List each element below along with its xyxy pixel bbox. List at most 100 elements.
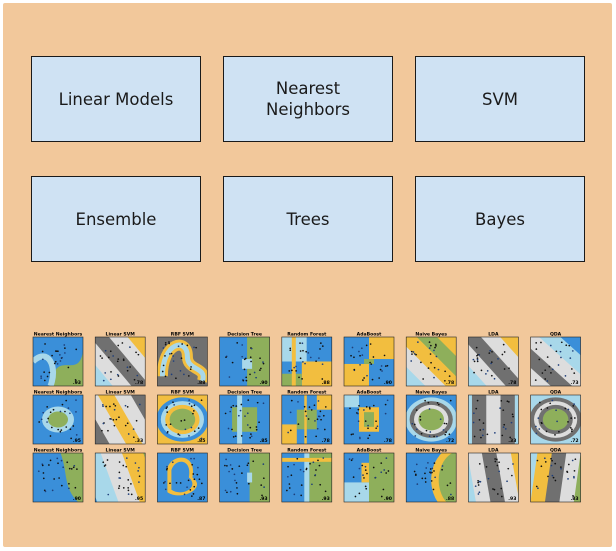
classifier-title: Linear SVM [106, 332, 136, 338]
data-point [551, 474, 554, 477]
data-point [188, 399, 191, 401]
data-point [363, 377, 365, 379]
panel-frame [530, 452, 581, 503]
data-point [260, 367, 262, 370]
data-point [429, 353, 432, 355]
data-point [189, 488, 192, 491]
classifier-score: .88 [322, 380, 330, 386]
region-block [304, 453, 310, 502]
data-point [44, 343, 46, 345]
data-point [473, 435, 476, 438]
data-point [410, 360, 413, 362]
data-point [231, 361, 234, 364]
data-point [65, 399, 68, 402]
data-point [293, 366, 296, 369]
data-point [537, 417, 540, 420]
category-bayes[interactable]: Bayes [415, 176, 585, 262]
data-point [512, 415, 514, 418]
data-point [475, 407, 478, 410]
data-point [567, 421, 569, 423]
data-point [179, 482, 182, 484]
data-point [289, 429, 292, 432]
data-point [372, 404, 375, 407]
data-point [414, 435, 417, 437]
data-point [236, 492, 239, 495]
data-point [509, 436, 512, 439]
classifier-score: .33 [508, 438, 516, 444]
data-point [445, 431, 447, 433]
data-point [435, 355, 438, 358]
classifier-score: .85 [197, 438, 205, 444]
classifier-score: .93 [259, 496, 267, 502]
data-point [116, 373, 119, 376]
data-point [186, 344, 189, 347]
data-point [38, 421, 41, 423]
data-point [293, 463, 295, 466]
data-point [564, 375, 567, 377]
data-point [419, 415, 422, 418]
data-point [361, 464, 364, 467]
panel-regions [530, 337, 581, 386]
data-point [48, 371, 51, 374]
data-point [56, 363, 59, 365]
data-point [494, 460, 497, 463]
data-point [135, 351, 137, 354]
data-point [554, 434, 556, 436]
data-point [434, 343, 437, 346]
data-point [357, 408, 360, 411]
data-point [305, 350, 308, 353]
data-point [296, 457, 299, 460]
region-class-b [60, 453, 83, 502]
data-point [366, 472, 368, 475]
data-point [353, 356, 355, 359]
data-point [313, 404, 316, 407]
data-point [41, 358, 44, 361]
classifier-score: .88 [446, 496, 454, 502]
data-point [322, 414, 325, 417]
data-point [477, 481, 479, 484]
data-point [193, 478, 196, 481]
panel-regions [468, 395, 519, 444]
classifier-score: .90 [384, 496, 392, 502]
category-svm[interactable]: SVM [415, 56, 585, 142]
data-point [224, 412, 227, 415]
region-block [364, 359, 374, 364]
category-linear-models[interactable]: Linear Models [31, 56, 201, 142]
classifier-score: .90 [384, 380, 392, 386]
data-point [497, 357, 499, 360]
data-point [353, 368, 356, 371]
data-point [177, 345, 180, 348]
data-point [416, 483, 419, 485]
data-point [320, 418, 322, 421]
region-stripes [530, 453, 581, 502]
classifier-title: QDA [550, 332, 562, 338]
category-trees[interactable]: Trees [223, 176, 393, 262]
data-point [171, 461, 174, 464]
region-band [95, 337, 136, 386]
data-point [300, 484, 303, 487]
data-point [351, 346, 354, 349]
category-ensemble[interactable]: Ensemble [31, 176, 201, 262]
data-point [429, 468, 432, 470]
data-point [571, 350, 574, 352]
panel-frame [94, 452, 146, 503]
data-point [317, 459, 319, 462]
data-point [197, 466, 199, 469]
data-point [565, 344, 568, 347]
data-point [258, 421, 260, 424]
data-point [112, 419, 115, 421]
data-point [244, 415, 246, 417]
data-point [37, 470, 40, 473]
data-point [386, 399, 389, 402]
classifier-title: LDA [488, 390, 499, 396]
data-point [125, 457, 128, 459]
data-point [287, 431, 289, 434]
data-point [422, 378, 425, 380]
data-point [415, 409, 418, 411]
category-nearest-neighbors[interactable]: Nearest Neighbors [223, 56, 393, 142]
data-point [74, 378, 77, 381]
region-class-b [438, 453, 457, 502]
data-point [478, 491, 481, 494]
classifier-panel: .33 [94, 394, 146, 445]
data-point [384, 412, 387, 415]
